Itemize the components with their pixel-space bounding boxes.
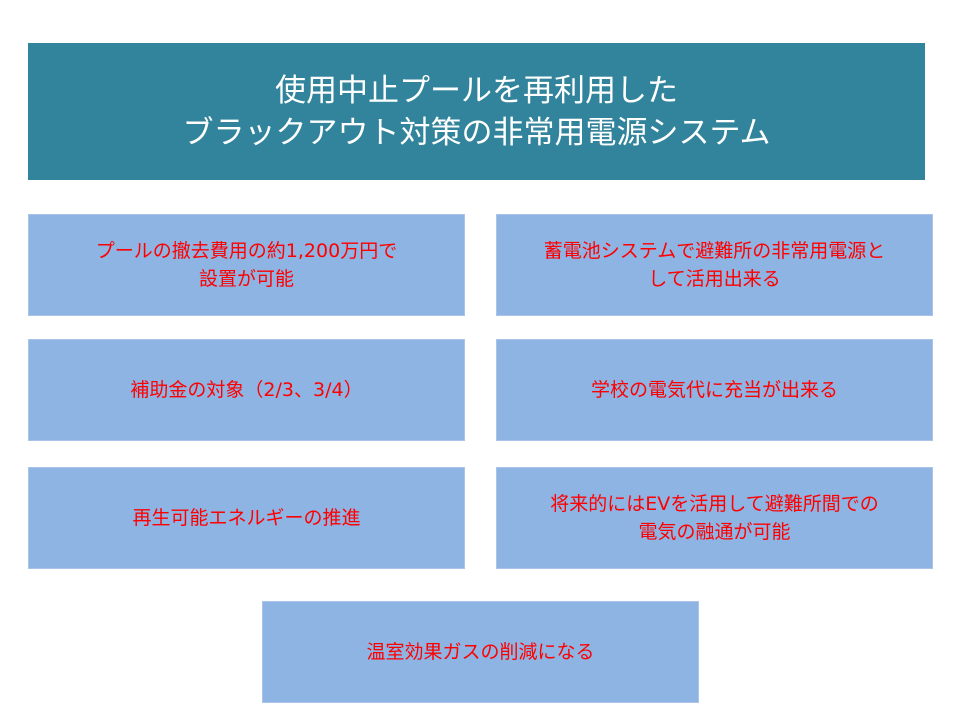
- benefit-box-text: 将来的にはEVを活用して避難所間での: [550, 493, 879, 515]
- benefit-box-greenhouse-gas: 温室効果ガスの削減になる: [262, 601, 699, 703]
- benefit-box-renewable-energy: 再生可能エネルギーの推進: [28, 467, 465, 569]
- slide-title-line-1: 使用中止プールを再利用した: [275, 72, 678, 109]
- benefit-box-text: 蓄電池システムで避難所の非常用電源と: [543, 240, 886, 262]
- benefit-box-text: して活用出来る: [648, 268, 781, 290]
- benefit-box-text: 学校の電気代に充当が出来る: [590, 379, 838, 401]
- benefit-box-text: 電気の融通が可能: [638, 521, 791, 543]
- slide-title-line-2: ブラックアウト対策の非常用電源システム: [182, 114, 771, 151]
- slide-title: 使用中止プールを再利用した ブラックアウト対策の非常用電源システム: [28, 43, 925, 180]
- benefit-box-electricity-bill: 学校の電気代に充当が出来る: [496, 339, 933, 441]
- benefit-box-text: 補助金の対象（2/3、3/4）: [130, 379, 363, 401]
- benefit-box-removal-cost: プールの撤去費用の約1,200万円で 設置が可能: [28, 214, 465, 316]
- benefit-box-text: 温室効果ガスの削減になる: [366, 641, 595, 663]
- benefit-box-ev-sharing: 将来的にはEVを活用して避難所間での 電気の融通が可能: [496, 467, 933, 569]
- benefit-box-text: 再生可能エネルギーの推進: [132, 507, 361, 529]
- benefit-box-text: 設置が可能: [198, 268, 294, 290]
- benefit-box-text: プールの撤去費用の約1,200万円で: [95, 240, 398, 262]
- benefit-box-subsidy: 補助金の対象（2/3、3/4）: [28, 339, 465, 441]
- benefit-box-emergency-power: 蓄電池システムで避難所の非常用電源と して活用出来る: [496, 214, 933, 316]
